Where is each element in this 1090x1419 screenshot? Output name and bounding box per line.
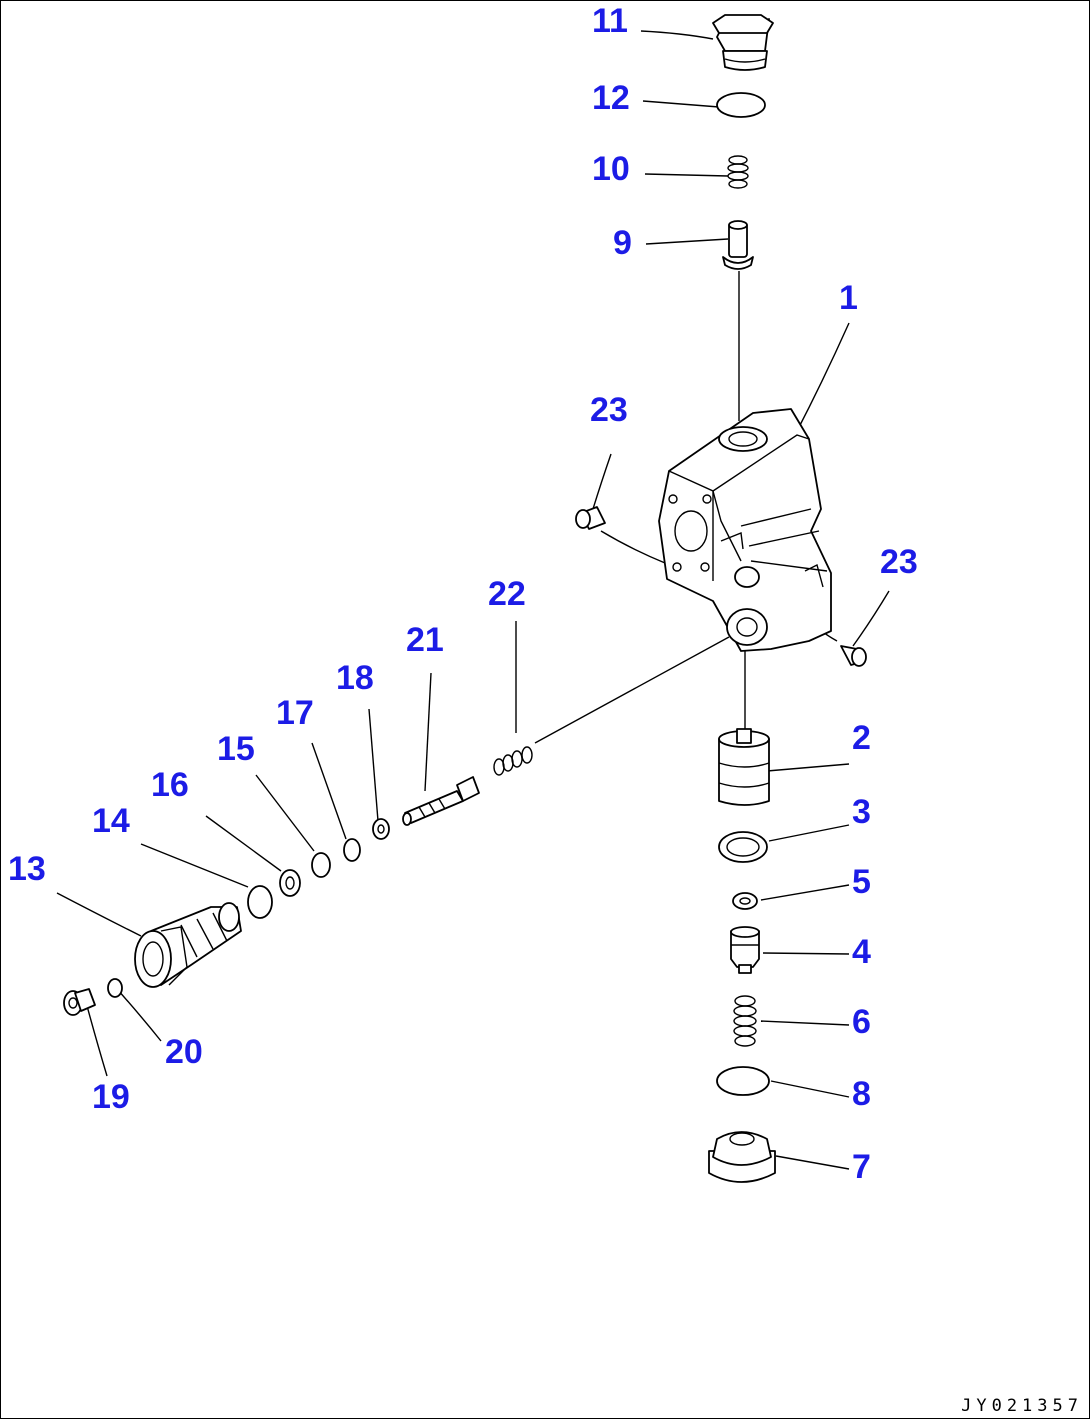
part-plug-23a — [575, 506, 606, 530]
callout-14: 14 — [92, 802, 130, 840]
callout-2: 2 — [852, 719, 871, 757]
part-valve-body-1 — [658, 408, 832, 652]
part-o-ring-17 — [343, 838, 361, 862]
part-spring-10 — [727, 155, 749, 189]
callout-6: 6 — [852, 1003, 871, 1041]
callout-17: 17 — [276, 694, 314, 732]
callout-21: 21 — [406, 621, 444, 659]
part-seal-3 — [718, 831, 768, 863]
callout-1: 1 — [839, 279, 858, 317]
part-screw-21 — [402, 776, 480, 826]
leader-lines — [56, 30, 890, 1170]
callout-7: 7 — [852, 1148, 871, 1186]
callout-20: 20 — [165, 1033, 203, 1071]
callout-4: 4 — [852, 933, 871, 971]
figure-number: JY021357 — [961, 1396, 1083, 1416]
callout-5: 5 — [852, 863, 871, 901]
part-plug-19 — [63, 988, 96, 1016]
callout-8: 8 — [852, 1075, 871, 1113]
part-o-ring-15 — [311, 852, 331, 878]
callout-23b: 23 — [880, 543, 918, 581]
part-piston-2 — [718, 728, 770, 806]
callout-9: 9 — [613, 224, 632, 262]
part-cartridge-13 — [134, 902, 242, 988]
callout-13: 13 — [8, 850, 46, 888]
callout-18: 18 — [336, 659, 374, 697]
part-spring-22 — [493, 746, 533, 776]
callout-23a: 23 — [590, 391, 628, 429]
part-plug-11 — [712, 14, 774, 71]
callout-12: 12 — [592, 79, 630, 117]
part-valve-4 — [730, 926, 760, 974]
part-ring-16 — [279, 869, 301, 897]
part-plug-23b — [840, 645, 867, 667]
part-plug-7 — [708, 1131, 776, 1183]
part-o-ring-20 — [107, 978, 123, 998]
part-spring-6 — [733, 995, 757, 1047]
part-washer-5 — [732, 892, 758, 910]
callout-11: 11 — [592, 2, 628, 40]
callout-15: 15 — [217, 730, 255, 768]
callout-10: 10 — [592, 150, 630, 188]
callout-22: 22 — [488, 575, 526, 613]
part-valve-9 — [722, 220, 754, 270]
callout-16: 16 — [151, 766, 189, 804]
callout-3: 3 — [852, 793, 871, 831]
callout-19: 19 — [92, 1078, 130, 1116]
part-o-ring-12 — [716, 92, 766, 118]
part-nut-18 — [372, 818, 390, 840]
part-o-ring-14 — [247, 885, 273, 919]
part-o-ring-8 — [716, 1066, 770, 1096]
